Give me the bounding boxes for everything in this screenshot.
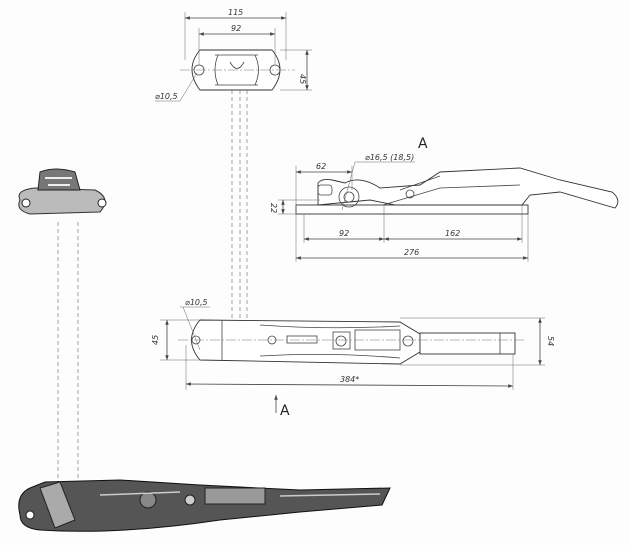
dim-92: 92: [231, 24, 241, 33]
latch-plan-view: ⌀10,5 45 54 384* A: [151, 298, 555, 419]
dim-276: 276: [404, 248, 419, 257]
dim-115: 115: [228, 8, 243, 17]
keeper-photo: [18, 168, 107, 215]
dim-384: 384*: [340, 375, 359, 384]
latch-side-view: A 62 ⌀16,5 (18,5) 22 92 162 276: [269, 136, 619, 262]
pivot-dia-label: ⌀16,5 (18,5): [365, 153, 414, 162]
dim-22: 22: [269, 203, 278, 213]
view-label-a: A: [418, 136, 428, 152]
projection-lines: [57, 90, 248, 482]
latch-photo: [18, 479, 391, 532]
hole-dia-label: ⌀10,5: [155, 92, 178, 101]
dim-54: 54: [546, 336, 555, 346]
plan-hole-dia-label: ⌀10,5: [185, 298, 208, 307]
view-arrow-label-a: A: [280, 403, 290, 419]
dim-45-plan: 45: [151, 335, 160, 345]
keeper-top-view: 115 92 45 ⌀10,5: [155, 8, 312, 102]
dim-162: 162: [445, 229, 460, 238]
dim-92-side: 92: [339, 229, 349, 238]
dim-45: 45: [298, 74, 307, 84]
dim-62: 62: [316, 162, 326, 171]
